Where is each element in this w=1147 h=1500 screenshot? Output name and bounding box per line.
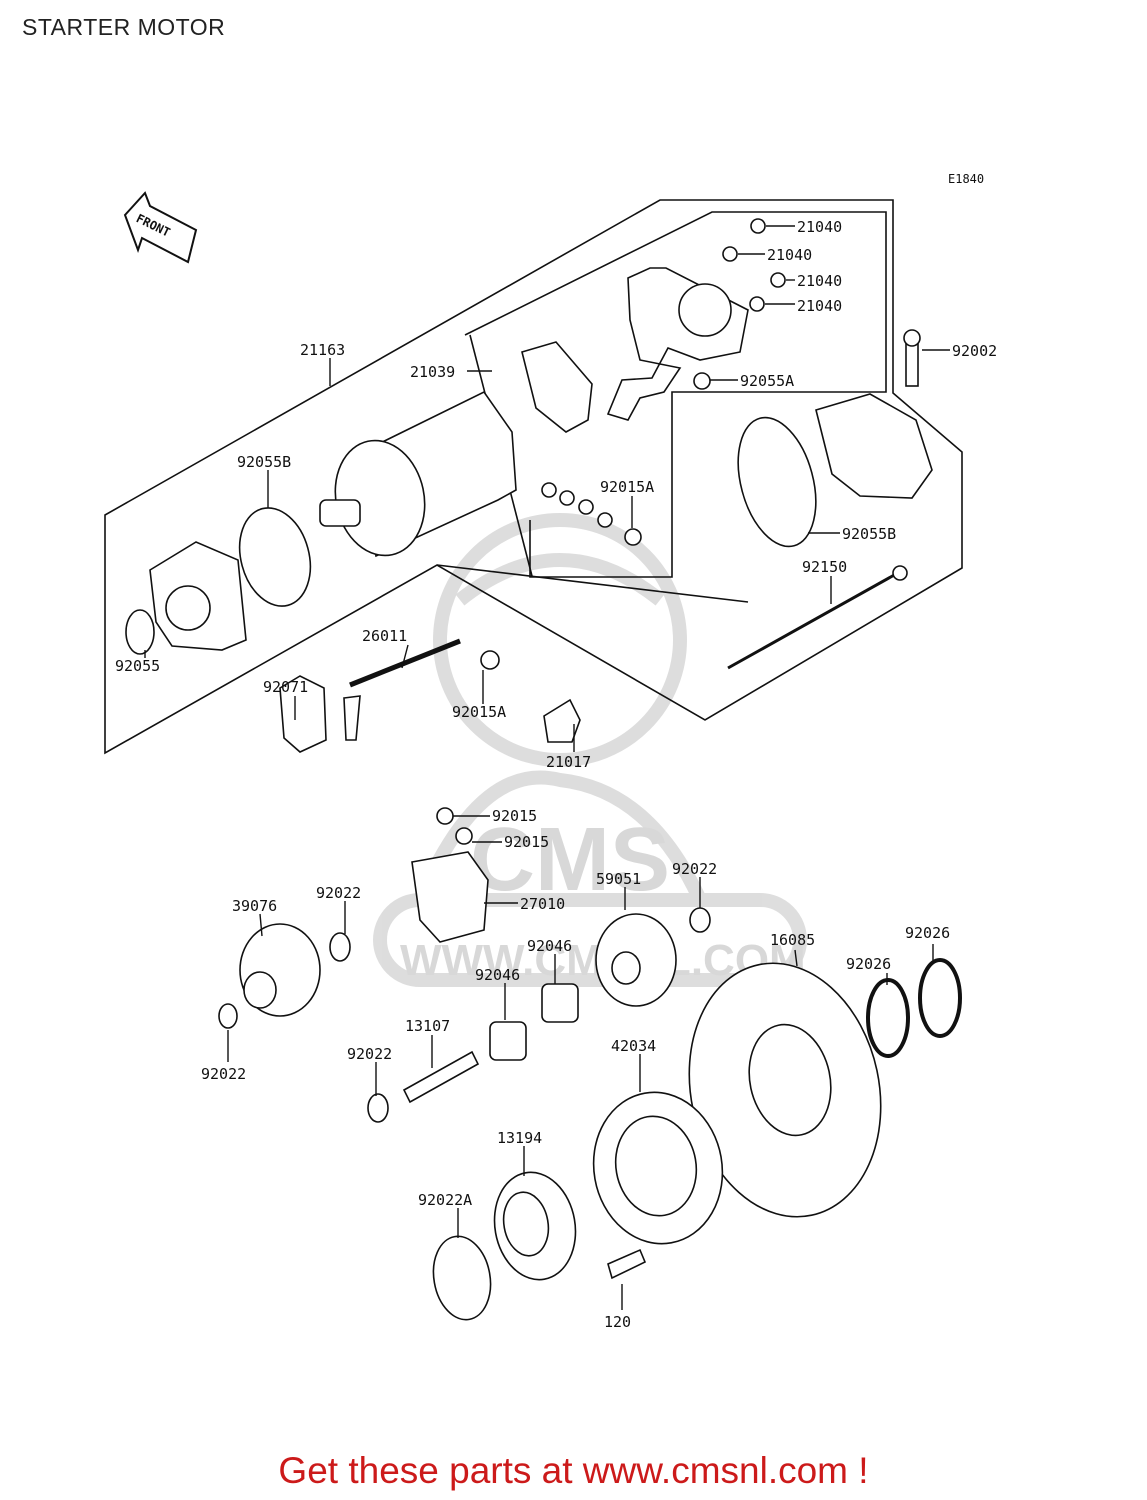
part-labels: 21040 21040 21040 21040 92002 21163 2103… — [115, 218, 997, 1331]
part-label: 92015 — [492, 807, 537, 825]
part-label: 39076 — [232, 897, 277, 915]
watermark-logo — [373, 513, 807, 987]
part-label: 92015 — [504, 833, 549, 851]
part-label: 92026 — [905, 924, 950, 942]
part-label: 92015A — [600, 478, 654, 496]
part-label: 92046 — [475, 966, 520, 984]
part-label: 92022 — [672, 860, 717, 878]
part-label: 21163 — [300, 341, 345, 359]
svg-text:CMS: CMS — [470, 810, 670, 910]
diagram-code: E1840 — [948, 172, 985, 186]
part-label: 92022 — [347, 1045, 392, 1063]
part-label: 120 — [604, 1313, 631, 1331]
part-label: 92046 — [527, 937, 572, 955]
part-label: 21040 — [797, 272, 842, 290]
part-label: 92022 — [316, 884, 361, 902]
part-label: 92055B — [842, 525, 896, 543]
part-label: 13194 — [497, 1129, 542, 1147]
part-label: 92022 — [201, 1065, 246, 1083]
part-label: 13107 — [405, 1017, 450, 1035]
part-label: 21017 — [546, 753, 591, 771]
leader-lines — [144, 225, 950, 1310]
footer-link[interactable]: Get these parts at www.cmsnl.com ! — [278, 1450, 869, 1491]
part-label: 21039 — [410, 363, 455, 381]
part-label: 16085 — [770, 931, 815, 949]
part-label: 92150 — [802, 558, 847, 576]
part-label: 92055A — [740, 372, 794, 390]
page-title: STARTER MOTOR — [22, 14, 226, 40]
part-label: 42034 — [611, 1037, 656, 1055]
front-arrow-icon: FRONT — [123, 191, 198, 264]
part-label: 92026 — [846, 955, 891, 973]
part-label: 92002 — [952, 342, 997, 360]
part-label: 21040 — [797, 218, 842, 236]
part-label: 27010 — [520, 895, 565, 913]
part-label: 26011 — [362, 627, 407, 645]
part-label: 92015A — [452, 703, 506, 721]
part-label: 21040 — [767, 246, 812, 264]
part-label: 21040 — [797, 297, 842, 315]
part-label: 92022A — [418, 1191, 472, 1209]
part-label: 59051 — [596, 870, 641, 888]
part-label: 92055 — [115, 657, 160, 675]
footer-banner: Get these parts at www.cmsnl.com ! — [0, 1450, 1147, 1492]
parts-drawings — [125, 218, 962, 1321]
group-outlines — [104, 199, 963, 755]
part-label: 92055B — [237, 453, 291, 471]
part-label: 92071 — [263, 678, 308, 696]
